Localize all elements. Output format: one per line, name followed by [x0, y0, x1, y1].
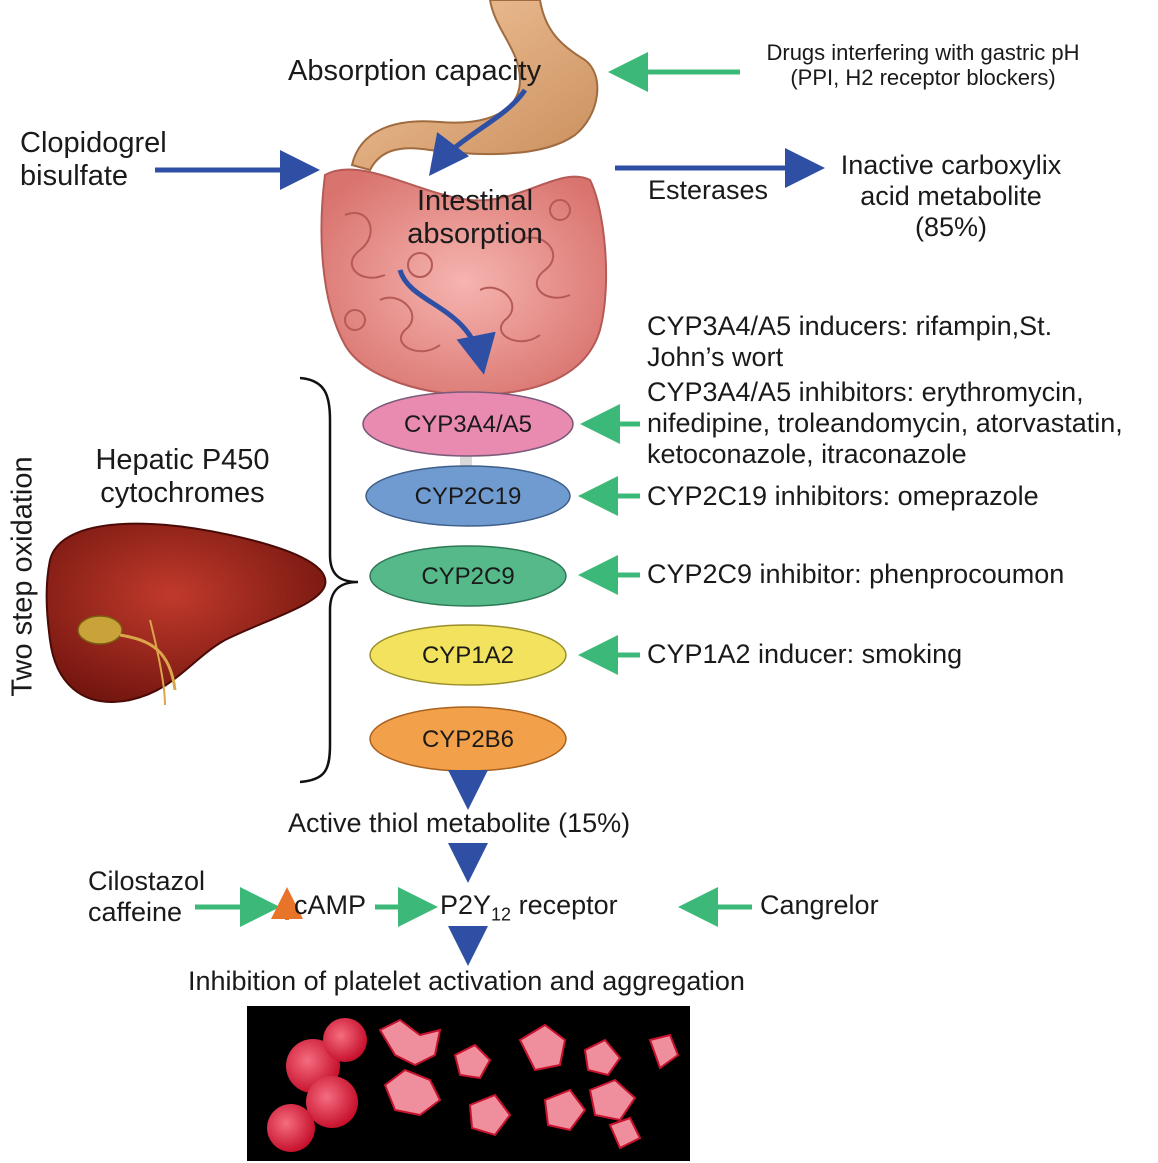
intestine-illustration [320, 168, 608, 397]
inactive-line2: acid metabolite [860, 181, 1042, 212]
esterases-label: Esterases [648, 175, 769, 205]
intestinal-line2: absorption [407, 218, 543, 251]
cyp3a4-inhibitors-label: CYP3A4/A5 inhibitors: erythromycin, nife… [647, 377, 1123, 470]
active-metabolite-label: Active thiol metabolite (15%) [288, 808, 631, 838]
p2y-subscript: 12 [491, 904, 512, 925]
inactive-line3: (85%) [914, 212, 988, 243]
inactive-metabolite-label: Inactive carboxylix acid metabolite (85%… [826, 150, 1076, 243]
two-step-oxidation-label: Two step oxidation [6, 456, 39, 697]
hepatic-p450-label: Hepatic P450 cytochromes [70, 444, 295, 511]
cangrelor-label: Cangrelor [760, 890, 879, 920]
cyp3a4-inhibitors-line1: CYP3A4/A5 inhibitors: erythromycin, [647, 377, 1084, 407]
enzyme-oval-cyp1a2 [369, 624, 567, 686]
inhibition-label: Inhibition of platelet activation and ag… [188, 966, 745, 996]
hepatic-line2: cytochromes [100, 477, 265, 510]
enzyme-label: CYP2C9 [421, 563, 514, 590]
intestinal-line1: Intestinal [416, 185, 534, 217]
p2y-prefix: P2Y [440, 890, 492, 920]
enzyme-label: CYP2C19 [415, 483, 522, 510]
cyp3a4-inhibitors-line2: nifedipine, troleandomycin, atorvastatin… [647, 408, 1123, 439]
enzyme-oval-cyp2c9 [369, 545, 567, 607]
stomach-illustration [350, 0, 599, 172]
cyp2c19-inhibitors-label: CYP2C19 inhibitors: omeprazole [647, 481, 1039, 511]
enzyme-oval-cyp3a4 [362, 391, 574, 457]
cyp1a2-inducer-label: CYP1A2 inducer: smoking [647, 639, 963, 669]
clopidogrel-line1: Clopidogrel [20, 127, 167, 159]
liver-illustration [45, 522, 327, 706]
p2y12-receptor-label: P2Y12 receptor [440, 890, 618, 925]
hepatic-line1: Hepatic P450 [95, 444, 270, 476]
arrow-intestine-to-liver [397, 269, 496, 375]
gastric-drugs-label: Drugs interfering with gastric pH (PPI, … [742, 40, 1104, 91]
cyp3a4-inducers-line2: John’s wort [647, 342, 784, 373]
absorption-capacity-label: Absorption capacity [288, 55, 542, 87]
enzyme-label: CYP2B6 [422, 726, 514, 753]
blue-arrows [155, 88, 825, 966]
cilostazol-line2: caffeine [88, 897, 183, 928]
enzyme-group: CYP3A4/A5 CYP2C19 CYP2C9 CYP1A2 CYP2B6 [362, 391, 574, 772]
cyp3a4-inducers-label: CYP3A4/A5 inducers: rifampin,St. John’s … [647, 311, 1052, 373]
enzyme-label: CYP1A2 [422, 642, 514, 669]
gastric-drugs-line1: Drugs interfering with gastric pH [766, 40, 1080, 65]
cyp3a4-inducers-line1: CYP3A4/A5 inducers: rifampin,St. [647, 311, 1053, 341]
clopidogrel-line2: bisulfate [20, 160, 129, 193]
cilostazol-line1: Cilostazol [88, 866, 206, 896]
enzyme-label: CYP3A4/A5 [404, 411, 532, 438]
green-arrows [195, 52, 752, 927]
p2y-suffix: receptor [511, 890, 618, 920]
cilostazol-label: Cilostazol caffeine [88, 866, 205, 928]
arrow-stomach-to-intestine [428, 88, 528, 176]
clopidogrel-label: Clopidogrel bisulfate [20, 127, 167, 194]
enzyme-oval-cyp2c19 [365, 465, 571, 527]
camp-label: cAMP [294, 890, 367, 920]
platelet-micrograph [247, 1006, 690, 1161]
inactive-line1: Inactive carboxylix [840, 150, 1062, 180]
gastric-drugs-line2: (PPI, H2 receptor blockers) [790, 65, 1056, 91]
intestinal-absorption-label: Intestinal absorption [380, 185, 570, 252]
cyp2c9-inhibitor-label: CYP2C9 inhibitor: phenprocoumon [647, 559, 1065, 589]
oxidation-brace [299, 376, 359, 784]
cyp3a4-inhibitors-line3: ketoconazole, itraconazole [647, 439, 967, 470]
